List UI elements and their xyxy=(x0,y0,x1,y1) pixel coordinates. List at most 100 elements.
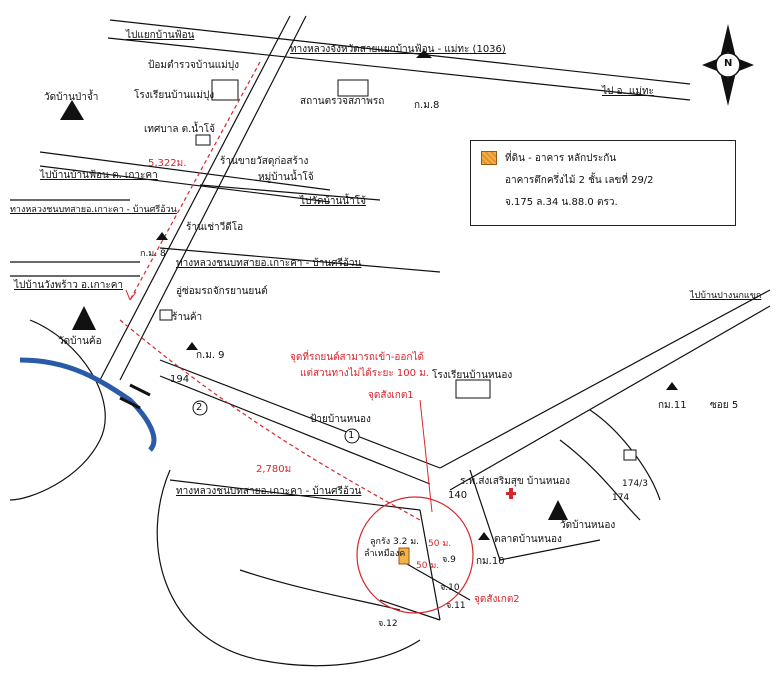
legend-box: ที่ดิน - อาคาร หลักประกัน อาคารตึกครึ่งไ… xyxy=(470,140,736,226)
label-school-mae-pung: โรงเรียนบ้านแม่ปุง xyxy=(134,90,215,101)
label-h174-3: 174/3 xyxy=(622,479,648,489)
label-h174: 174 xyxy=(612,493,630,503)
label-checkpoint: สถานตรวจสภาพรถ xyxy=(300,96,385,107)
label-km-small: ก.ม. 8 xyxy=(140,249,166,259)
road-rural-2 xyxy=(159,247,441,273)
bridge-b xyxy=(119,396,141,410)
legend-line-1: ที่ดิน - อาคาร หลักประกัน xyxy=(505,153,617,164)
label-route2: 2 xyxy=(196,402,203,413)
label-to-pai-nok: ไปบ้านปางนกแขก xyxy=(690,291,762,301)
label-dist-2780: 2,780ม xyxy=(256,464,292,475)
label-lane: ลูกรัง 3.2 ม. xyxy=(370,537,420,547)
label-police-post: ป้อมตำรวจบ้านแม่ปุง xyxy=(148,60,239,71)
market-icon xyxy=(478,532,490,540)
label-d50b: 50 ม. xyxy=(416,561,440,571)
label-to-wang-phrao: ไปบ้านวังพร้าว อ.เกาะคา xyxy=(14,280,123,291)
label-shop-wat: ร้านขายวัสดุก่อสร้าง xyxy=(220,156,309,167)
label-to-ban-phon-ko-kha: ไปบ้านบ้านฟ้อน ต. เกาะคา xyxy=(40,170,158,181)
label-km10: กม.10 xyxy=(476,556,505,567)
road-curve-outer xyxy=(156,469,421,667)
label-access-note-2: แต่สวนทางไม่ได้ระยะ 100 ม. xyxy=(300,368,429,379)
label-rural-road-3: ทางหลวงชนบทสายอ.เกาะคา - บ้านศรีอ้วน xyxy=(176,486,362,497)
label-wat-ban-nong: วัดบ้านหนอง xyxy=(560,520,616,531)
road-nam-jai xyxy=(199,184,381,201)
wat-ban-nong-icon xyxy=(548,500,568,520)
wat-ban-kho-icon xyxy=(72,306,96,330)
school-ban-nong-icon xyxy=(455,379,491,399)
route-marker-1 xyxy=(344,428,360,444)
arrowhead-a xyxy=(125,289,137,301)
label-mark2: จุดสังเกต2 xyxy=(474,594,520,605)
label-video-shop: ร้านเช่าวีดีโอ xyxy=(186,222,244,233)
label-j12: จ.12 xyxy=(378,619,398,629)
km11-icon xyxy=(666,382,678,390)
legend-line-2: อาคารตึกครึ่งไม้ 2 ชั้น เลขที่ 29/2 xyxy=(505,175,654,186)
label-highway-1036: ทางหลวงจังหวัดสายแยกบ้านฟ้อน - แม่ทะ (10… xyxy=(290,44,506,55)
distance-line-2780 xyxy=(119,319,421,521)
mark1-pointer xyxy=(419,399,433,513)
lane-a xyxy=(419,509,441,621)
label-hospital: ร.พ.ส่งเสริมสุข บ้านหนอง xyxy=(460,476,571,487)
label-soi5: ซอย 5 xyxy=(710,400,739,411)
lane-c xyxy=(379,599,441,621)
label-route1: 1 xyxy=(348,430,355,441)
distance-line-5322 xyxy=(129,61,261,301)
label-to-mae-tha: ไป อ. แม่ทะ xyxy=(602,86,654,97)
label-rural-road-2: ทางหลวงชนบทสายอ.เกาะคา - บ้านศรีอ้วน xyxy=(176,258,362,269)
label-dist-5322: 5,322ม. xyxy=(148,158,187,169)
compass-north-label: N xyxy=(724,58,733,69)
wat-pa-jam-icon xyxy=(60,100,84,120)
label-sign-ban-nong: ป้ายบ้านหนอง xyxy=(310,414,371,425)
label-to-ban-phon-junction: ไปแยกบ้านฟ้อน xyxy=(126,30,195,41)
road-left-curve xyxy=(9,319,106,501)
checkpoint-icon xyxy=(337,79,369,97)
road-rural-3 xyxy=(169,479,421,511)
highway-top-line-b xyxy=(107,37,691,101)
road-to-pai-nok-b xyxy=(449,305,771,491)
label-market: ตลาดบ้านหนอง xyxy=(494,534,562,545)
hospital-cross-v xyxy=(509,488,513,499)
road-ban-nong-b xyxy=(159,375,431,485)
main-road-a xyxy=(99,15,291,381)
legend-line-3: จ.175 ล.34 น.88.0 ตรว. xyxy=(505,197,618,208)
highway-top-line-a xyxy=(109,19,691,85)
label-j10: จ.10 xyxy=(440,583,460,593)
route-marker-2 xyxy=(192,400,208,416)
lane-f xyxy=(559,439,641,521)
legend-swatch xyxy=(481,151,497,165)
label-shop: ร้านค้า xyxy=(172,312,203,323)
school-mae-pung-icon xyxy=(211,79,239,101)
label-j9: จ.9 xyxy=(442,555,456,565)
label-to-wat-nam-jai: ไปวัดบ้านน้ำโจ้ xyxy=(300,196,366,207)
road-ban-phon-a xyxy=(39,151,331,191)
label-access-note-1: จุดที่รถยนต์สามารถเข้า-ออกได้ xyxy=(290,352,424,363)
label-school-ban-nong: โรงเรียนบ้านหนอง xyxy=(432,370,513,381)
road-to-pai-nok-a xyxy=(439,289,771,469)
label-km9: ก.ม. 9 xyxy=(196,350,225,361)
municipality-icon xyxy=(195,134,211,146)
bridge xyxy=(129,383,151,397)
north-arrow-icon: N xyxy=(700,22,756,108)
label-km11: กม.11 xyxy=(658,400,687,411)
label-j11: จ.11 xyxy=(446,601,466,611)
label-road194: 194 xyxy=(170,374,190,385)
label-rural-road-1: ทางหลวงชนบทสายอ.เกาะคา - บ้านศรีอ้วน xyxy=(10,205,177,215)
label-mark1: จุดสังเกต1 xyxy=(368,390,414,401)
road-ban-nong-a xyxy=(159,359,441,469)
lane-e xyxy=(469,469,601,561)
property-marker xyxy=(398,547,410,565)
label-municipality: เทศบาล ต.น้ำโจ้ xyxy=(144,124,215,135)
label-village-nam-jai: หมู่บ้านน้ำโจ้ xyxy=(258,172,314,183)
property-circle xyxy=(356,496,474,614)
label-wat-ban-kho: วัดบ้านค้อ xyxy=(58,336,102,347)
main-road-b xyxy=(119,15,307,381)
label-wat-pa-jam: วัดบ้านป่าจ้ำ xyxy=(44,92,99,103)
label-km8: ก.ม.8 xyxy=(414,100,440,111)
km-small-icon xyxy=(156,232,168,240)
label-garage: อู่ซ่อมรถจักรยานยนต์ xyxy=(176,286,268,297)
km8-marker-icon xyxy=(416,50,432,58)
road-ban-phon-b xyxy=(39,165,331,203)
label-d50a: 50 ม. xyxy=(428,539,452,549)
